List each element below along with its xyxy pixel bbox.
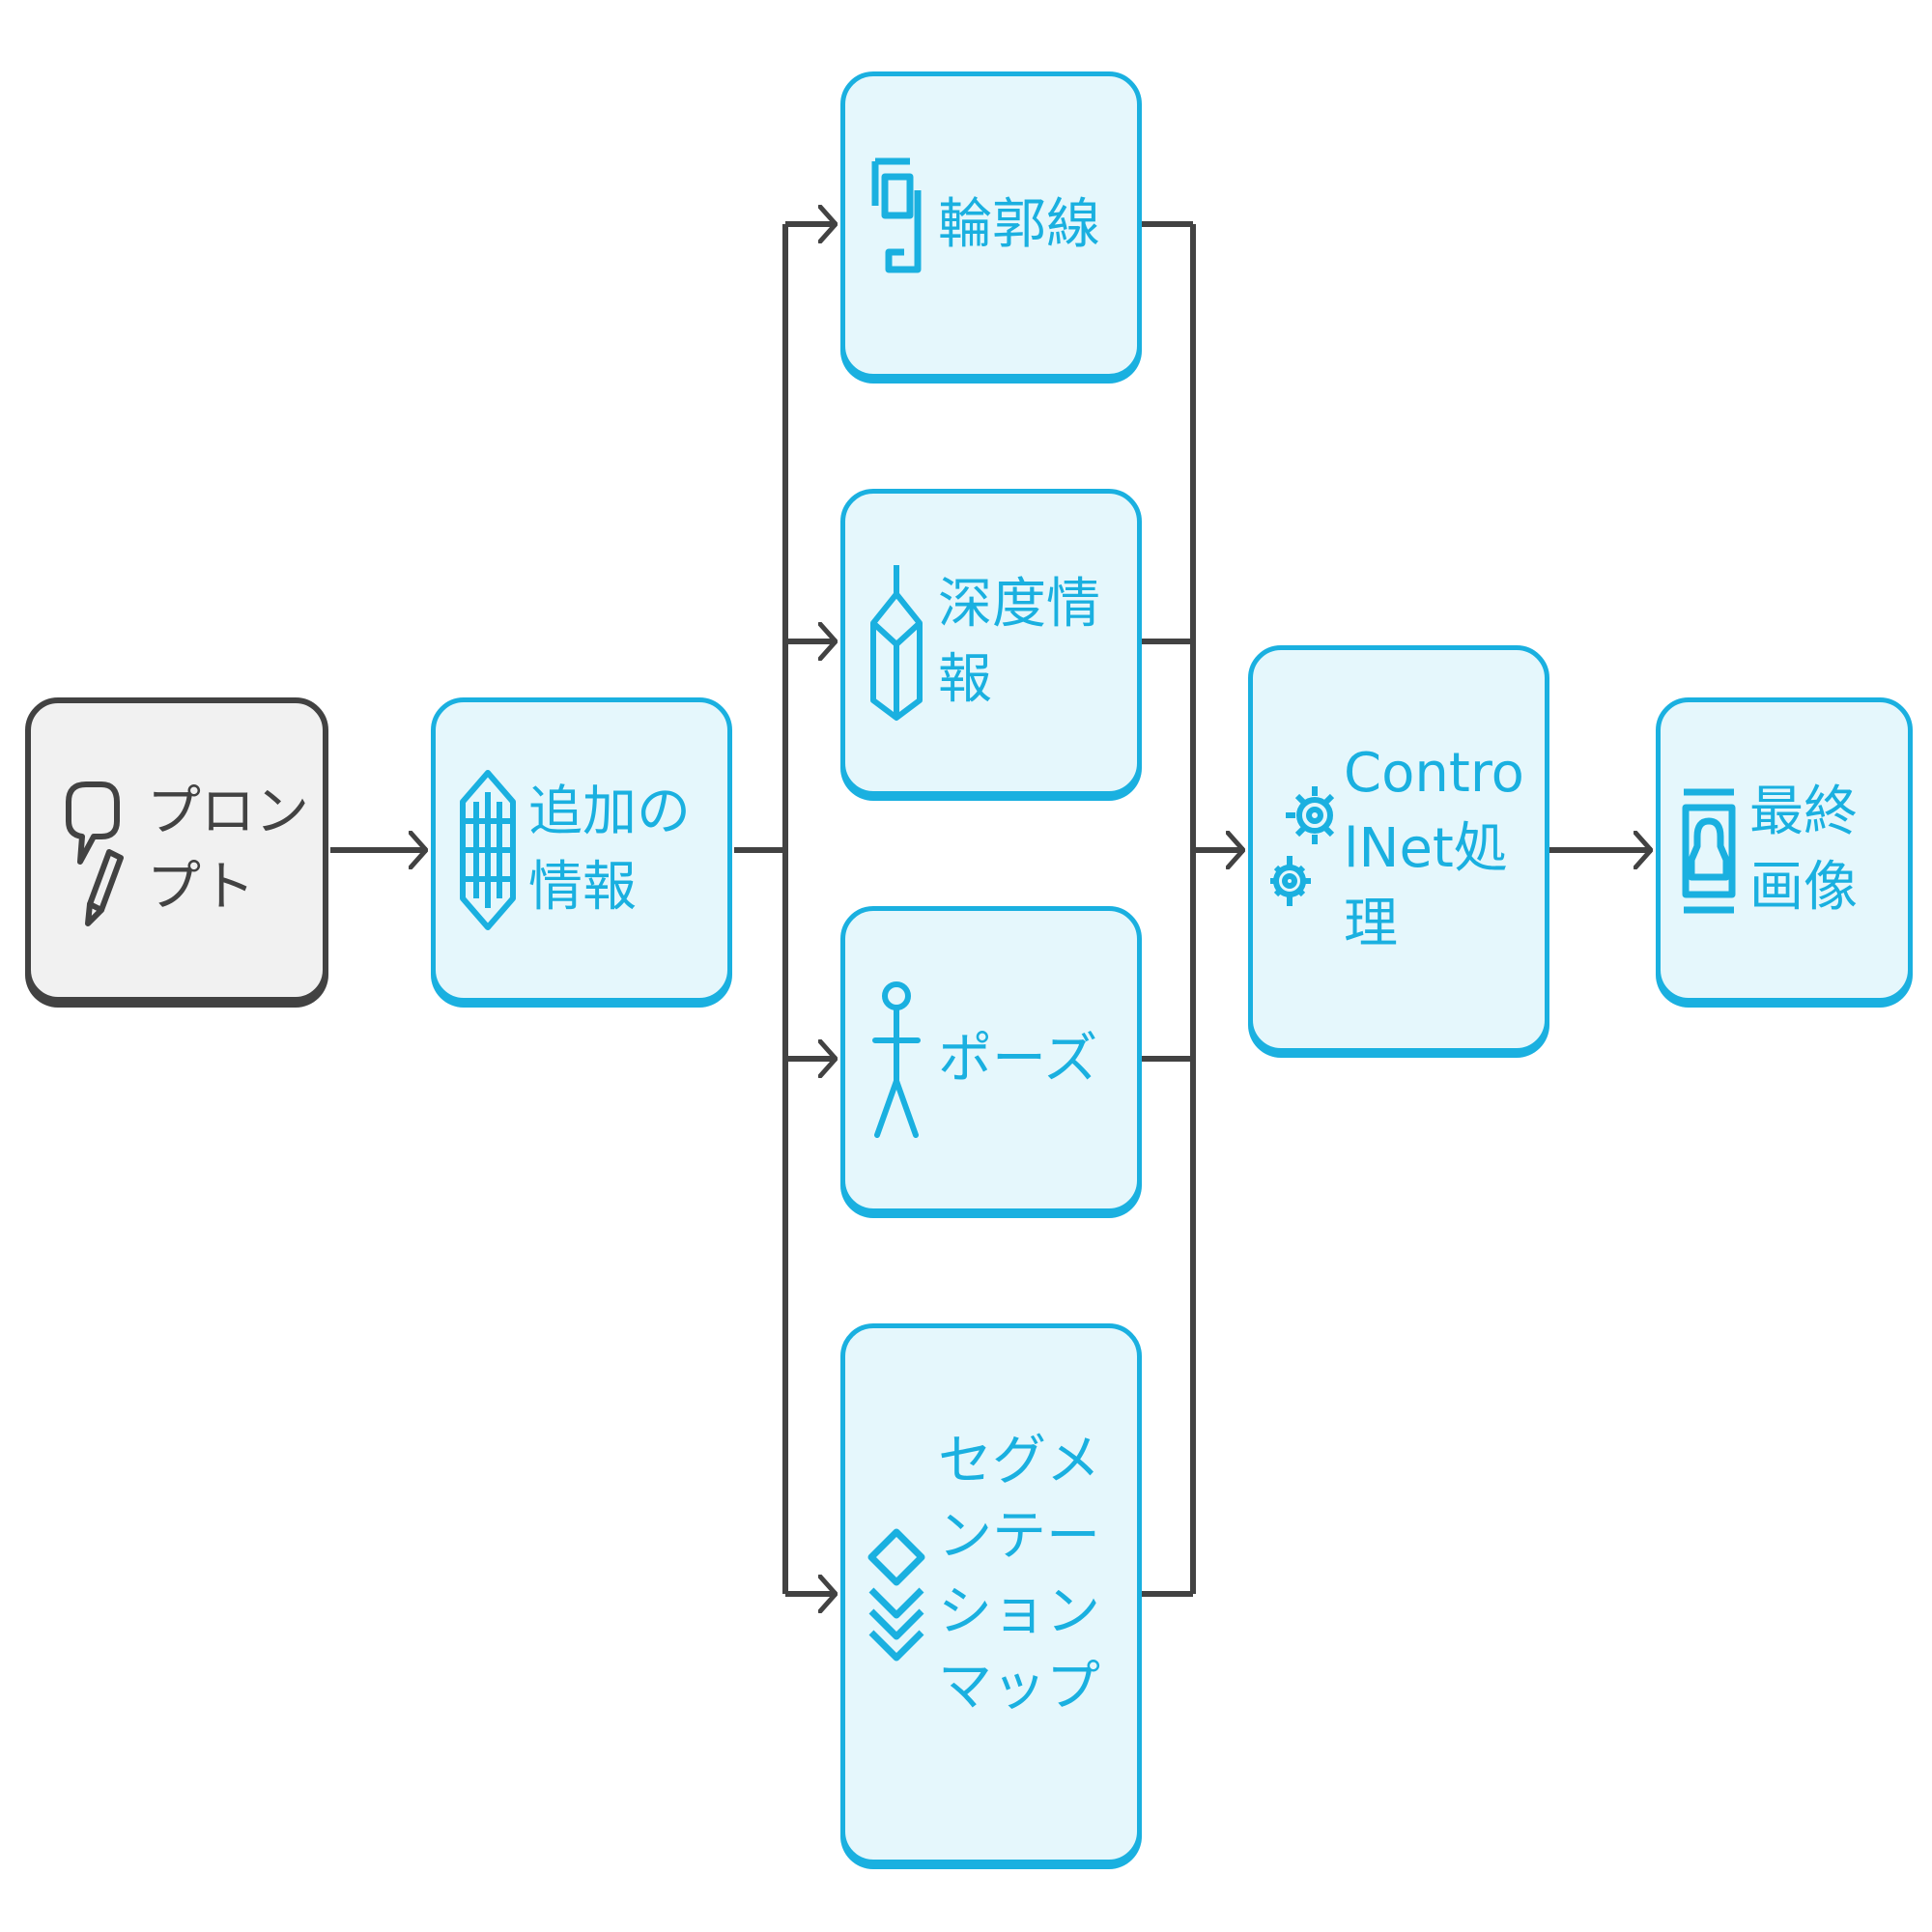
depth-cube-icon — [863, 551, 930, 734]
node-segmentation[interactable]: セグメンテーションマップ — [840, 1323, 1142, 1864]
node-final-image[interactable]: 最終画像 — [1656, 697, 1913, 1003]
final-image-label: 最終画像 — [1749, 781, 1858, 919]
outline-frame-icon — [863, 133, 930, 317]
depth-label: 深度情報 — [938, 573, 1100, 711]
controlnet-label: ControlNet処理 — [1344, 742, 1524, 955]
node-contour[interactable]: 輪郭線 — [840, 71, 1142, 379]
gears-icon — [1268, 753, 1338, 946]
node-additional-info[interactable]: 追加の情報 — [431, 697, 732, 1003]
additional-info-label: 追加の情報 — [528, 781, 691, 919]
layers-stack-icon — [863, 1502, 930, 1686]
stacked-layers-icon — [457, 758, 519, 942]
node-depth[interactable]: 深度情報 — [840, 489, 1142, 796]
node-controlnet[interactable]: ControlNet処理 — [1248, 645, 1549, 1053]
segmentation-label: セグメンテーションマップ — [938, 1430, 1100, 1719]
speech-bubble-pencil-icon — [50, 758, 133, 942]
stick-figure-icon — [863, 968, 930, 1151]
node-prompt[interactable]: プロンプト — [25, 697, 328, 1003]
image-frame-icon — [1678, 758, 1740, 942]
contour-label: 輪郭線 — [938, 193, 1100, 256]
node-pose[interactable]: ポーズ — [840, 906, 1142, 1213]
prompt-label: プロンプト — [147, 781, 309, 919]
pose-label: ポーズ — [938, 1028, 1098, 1091]
